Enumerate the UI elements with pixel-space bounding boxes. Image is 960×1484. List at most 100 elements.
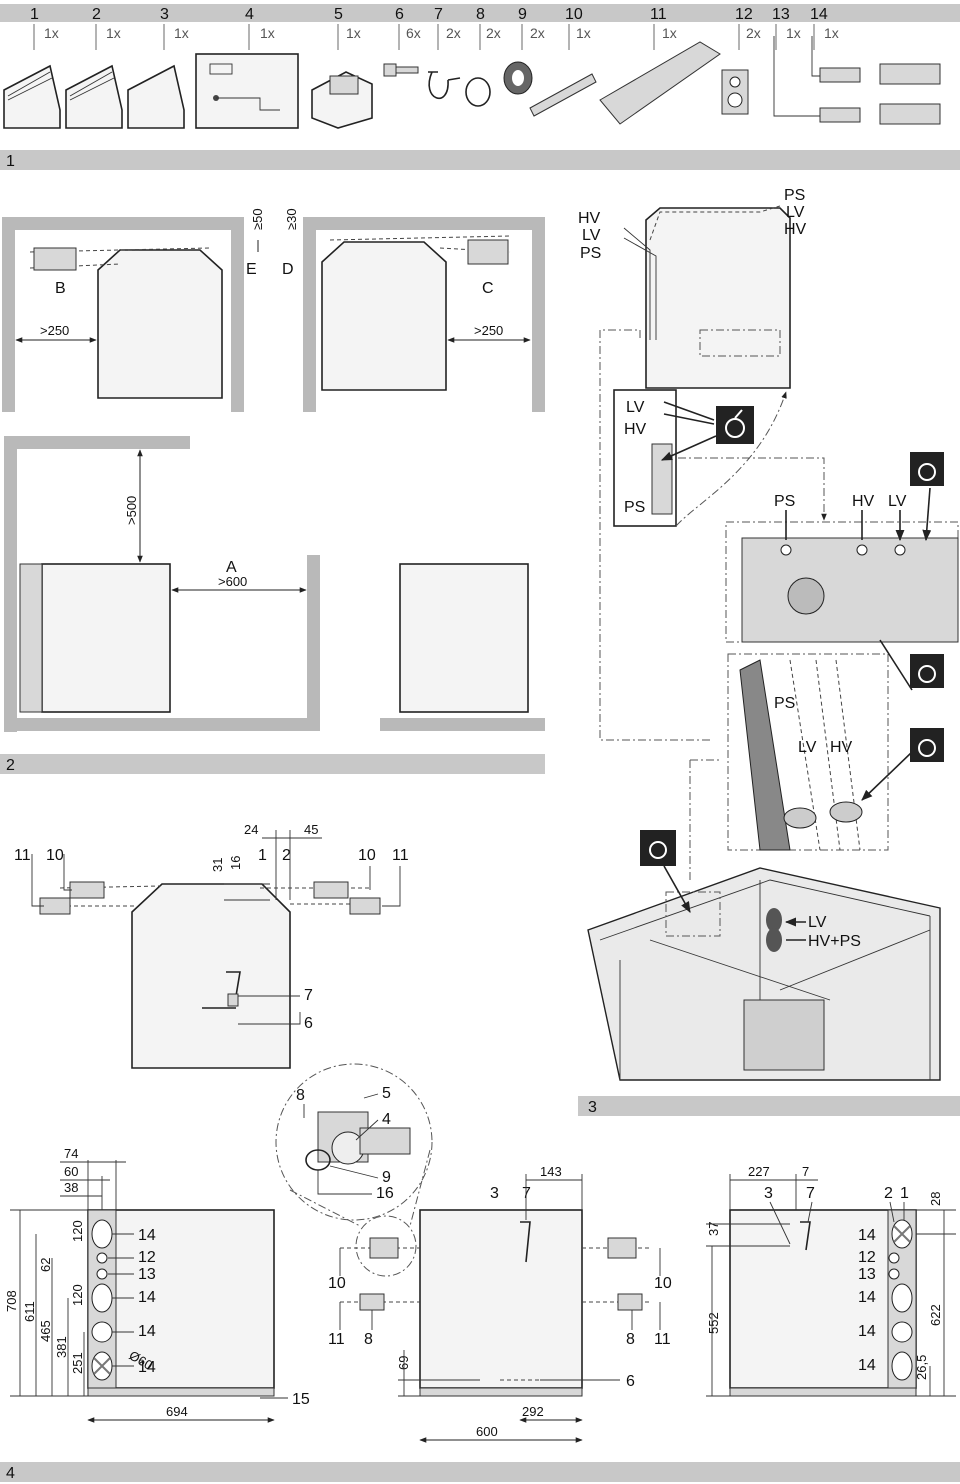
- label-HV: HV: [578, 210, 601, 227]
- dim-37: 37: [706, 1222, 721, 1236]
- cable-gland: [783, 807, 817, 829]
- wall: [303, 217, 316, 412]
- magnifier-circle: [275, 1063, 433, 1221]
- section-1-label: 1: [6, 153, 15, 170]
- dim-74: 74: [64, 1146, 78, 1161]
- cable-path: [789, 659, 861, 851]
- wall: [4, 436, 17, 732]
- label-HV: HV: [624, 421, 647, 438]
- label-PS: PS: [580, 245, 601, 262]
- label-7: 7: [304, 987, 313, 1004]
- pointer-arrows: [786, 922, 806, 941]
- label-E: E: [246, 261, 257, 278]
- parts-header: 11x21x31x41x51x66x72x82x92x101x111x122x1…: [0, 4, 960, 50]
- insulation-strip-icon: [529, 73, 597, 117]
- dim-120-mid: 120: [70, 1284, 85, 1306]
- part-number-2: 2: [92, 6, 101, 23]
- part-number-5: 5: [334, 6, 343, 23]
- reference-line: [689, 759, 722, 880]
- valve-group: [349, 897, 381, 915]
- dim-251: 251: [70, 1352, 85, 1374]
- label-2: 2: [884, 1185, 893, 1202]
- cable-entry: [780, 544, 792, 556]
- label-3: 3: [490, 1185, 499, 1202]
- label-14: 14: [138, 1323, 156, 1340]
- dim-ge30: ≥30: [284, 208, 299, 230]
- label-15: 15: [292, 1391, 310, 1408]
- detail-marker: [665, 891, 721, 937]
- flow-arrow: [675, 391, 787, 527]
- label-8: 8: [626, 1331, 635, 1348]
- part-number-6: 6: [395, 6, 404, 23]
- floor: [4, 718, 320, 731]
- label-8: 8: [296, 1087, 305, 1104]
- parts-illustrations: [3, 36, 941, 129]
- part-quantity-12: 2x: [746, 25, 761, 41]
- valve-group: [33, 247, 77, 271]
- wall: [303, 217, 545, 230]
- opening: [891, 1283, 913, 1313]
- opening: [91, 1321, 113, 1343]
- dim-24: 24: [244, 822, 258, 837]
- blocked-opening-icon: [893, 1225, 911, 1243]
- unit-front-dim-view: [419, 1209, 583, 1389]
- screw-icon: [383, 63, 419, 77]
- control-module-box-icon: [311, 71, 373, 129]
- base-frame: [729, 1387, 917, 1397]
- section-2-bar: [0, 754, 545, 774]
- part-number-4: 4: [245, 6, 254, 23]
- dim-465: 465: [38, 1320, 53, 1342]
- label-13: 13: [138, 1266, 156, 1283]
- valve-group: [69, 881, 105, 899]
- opening: [891, 1321, 913, 1343]
- part-quantity-13: 1x: [786, 25, 801, 41]
- label-LV: LV: [626, 399, 645, 416]
- unit-front-view: [399, 563, 529, 713]
- label-6: 6: [626, 1373, 635, 1390]
- dim-69: 69: [396, 1356, 411, 1370]
- label-3: 3: [764, 1185, 773, 1202]
- opening: [888, 1268, 900, 1280]
- section-4-label: 4: [6, 1465, 15, 1482]
- valve-group: [607, 1237, 637, 1259]
- part-number-7: 7: [434, 6, 443, 23]
- cable-bundle: [623, 227, 657, 340]
- label-14: 14: [858, 1227, 876, 1244]
- dim-622: 622: [928, 1304, 943, 1326]
- cable-tie-icon: [910, 452, 944, 486]
- dimension-views: 14 12 13 14 14 14 Ø60 74 60 38 708 611 4…: [4, 1146, 956, 1443]
- section-4-bar: [0, 1462, 960, 1482]
- leader-lines: [31, 854, 401, 907]
- label-16: 16: [376, 1185, 394, 1202]
- blocked-opening-icon: [93, 1357, 111, 1375]
- leader-lines: [238, 995, 301, 1025]
- reference-line: [599, 330, 712, 741]
- dim-611: 611: [22, 1301, 37, 1322]
- detail-box: [613, 389, 677, 527]
- cable-bundle: [649, 205, 781, 241]
- dim-552: 552: [706, 1312, 721, 1334]
- unit-top-view-right: [321, 241, 447, 391]
- part-number-9: 9: [518, 6, 527, 23]
- label-14: 14: [858, 1323, 876, 1340]
- opening: [91, 1283, 113, 1313]
- leader-lines: [339, 1248, 661, 1381]
- label-10: 10: [358, 847, 376, 864]
- cable-tie-icon: [910, 654, 944, 688]
- label-HV-PS: HV+PS: [808, 933, 861, 950]
- label-6: 6: [304, 1015, 313, 1032]
- drain-fitting: [202, 971, 241, 1009]
- vent-grille: [699, 329, 781, 357]
- dim-gt600: >600: [218, 574, 247, 589]
- part-quantity-8: 2x: [486, 25, 501, 41]
- opening: [96, 1268, 108, 1280]
- label-A: A: [226, 559, 237, 576]
- detail-view-cable-glands: [727, 653, 889, 851]
- label-11: 11: [328, 1331, 345, 1348]
- ceiling: [4, 436, 190, 449]
- part-number-12: 12: [735, 6, 753, 23]
- pipe-routing: [59, 885, 370, 907]
- part-quantity-4: 1x: [260, 25, 275, 41]
- dim-694: 694: [166, 1404, 188, 1419]
